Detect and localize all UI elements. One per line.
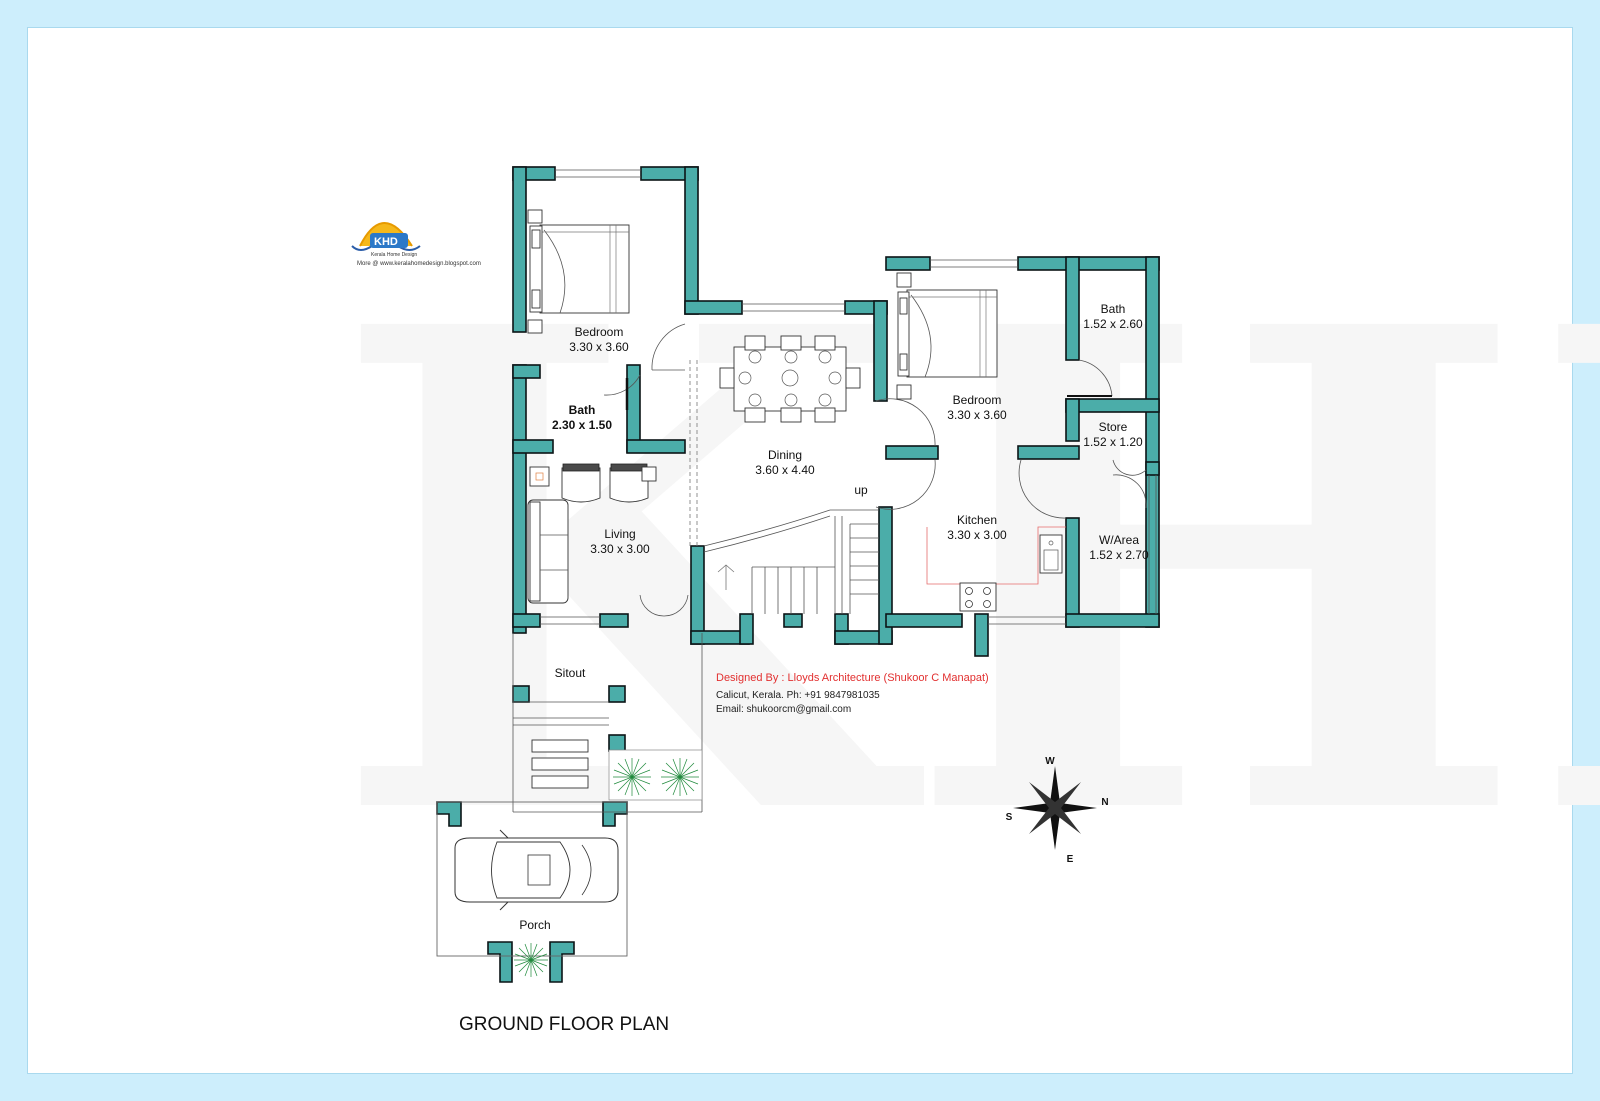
logo-subtitle: Kerala Home Design [371, 252, 417, 258]
compass-east: E [1067, 854, 1074, 865]
porch-name: Porch [519, 918, 550, 932]
compass-north: N [1101, 797, 1108, 808]
kitchen-name: Kitchen [957, 513, 997, 527]
compass-west: W [1045, 756, 1055, 767]
logo: KHD Kerala Home Design More @ www.kerala… [351, 222, 481, 267]
bath1-size: 2.30 x 1.50 [552, 418, 612, 432]
store-name: Store [1099, 420, 1128, 434]
bath2-size: 1.52 x 2.60 [1083, 317, 1143, 331]
email-line: Email: shukoorcm@gmail.com [716, 704, 851, 715]
bath1-name: Bath [569, 403, 596, 417]
bedroom1-size: 3.30 x 3.60 [569, 340, 629, 354]
stairs-up-label: up [854, 483, 868, 497]
warea-name: W/Area [1099, 533, 1139, 547]
furniture [454, 209, 1063, 911]
logo-url: More @ www.keralahomedesign.blogspot.com [357, 261, 481, 267]
bedroom2-size: 3.30 x 3.60 [947, 408, 1007, 422]
car [454, 829, 619, 911]
warea-size: 1.52 x 2.70 [1089, 548, 1149, 562]
store-size: 1.52 x 1.20 [1083, 435, 1143, 449]
logo-mark: KHD [374, 236, 398, 248]
plants [514, 749, 703, 977]
doors [603, 323, 1147, 617]
dining-name: Dining [768, 448, 802, 462]
plan-title: GROUND FLOOR PLAN [459, 1014, 669, 1035]
compass-south: S [1006, 812, 1013, 823]
sitout-name: Sitout [555, 666, 586, 680]
compass-rose: W N S E [1006, 756, 1109, 865]
bedroom1-name: Bedroom [575, 325, 624, 339]
bath2-name: Bath [1101, 302, 1126, 316]
dining-size: 3.60 x 4.40 [755, 463, 815, 477]
room-labels: Bedroom 3.30 x 3.60 Bath 2.30 x 1.50 Liv… [519, 302, 1149, 932]
staircase [703, 509, 879, 614]
location-line: Calicut, Kerala. Ph: +91 9847981035 [716, 690, 880, 701]
kitchen-size: 3.30 x 3.00 [947, 528, 1007, 542]
walls [436, 166, 1160, 983]
bedroom2-name: Bedroom [953, 393, 1002, 407]
designer-line: Designed By : Lloyds Architecture (Shuko… [716, 672, 989, 684]
outlines [436, 169, 1157, 957]
living-name: Living [604, 527, 635, 541]
designer-credits: Designed By : Lloyds Architecture (Shuko… [716, 672, 989, 715]
living-size: 3.30 x 3.00 [590, 542, 650, 556]
drawing-sheet [27, 27, 1573, 1074]
